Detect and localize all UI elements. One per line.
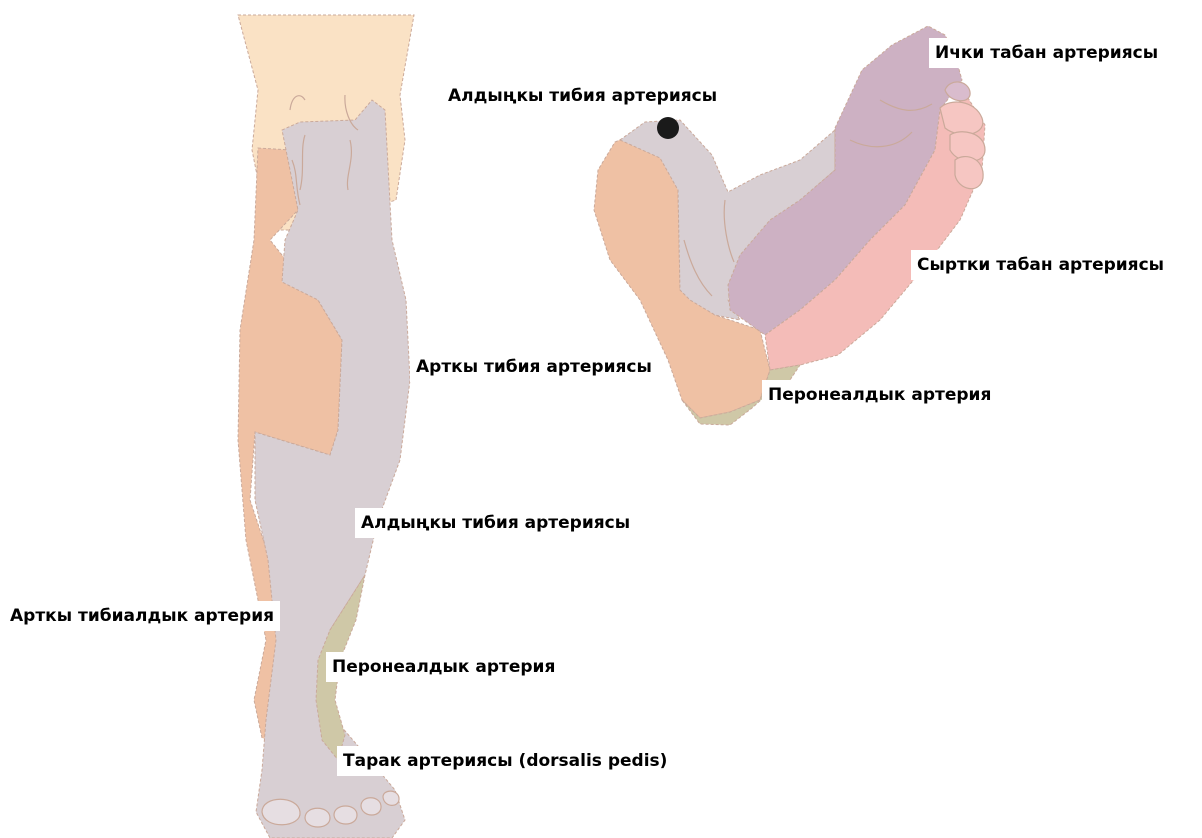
label-leg-dorsalis-pedis: Тарак артериясы (dorsalis pedis) bbox=[337, 746, 673, 776]
leg-illustration bbox=[238, 15, 414, 838]
label-leg-peroneal: Перонеалдык артерия bbox=[326, 652, 561, 682]
label-foot-lateral-plantar: Сыртки табан артериясы bbox=[911, 250, 1170, 280]
label-foot-anterior-tibial: Алдыңкы тибия артериясы bbox=[442, 81, 723, 111]
label-foot-medial-plantar: Ички табан артериясы bbox=[929, 38, 1164, 68]
label-leg-anterior-tibial: Алдыңкы тибия артериясы bbox=[355, 508, 636, 538]
label-leg-posterior-tibial-lateral: Арткы тибиалдык артерия bbox=[4, 601, 280, 631]
anterior-tibial-marker-dot bbox=[657, 117, 679, 139]
label-leg-posterior-tibial: Арткы тибия артериясы bbox=[410, 352, 658, 382]
label-foot-peroneal: Перонеалдык артерия bbox=[762, 380, 997, 410]
